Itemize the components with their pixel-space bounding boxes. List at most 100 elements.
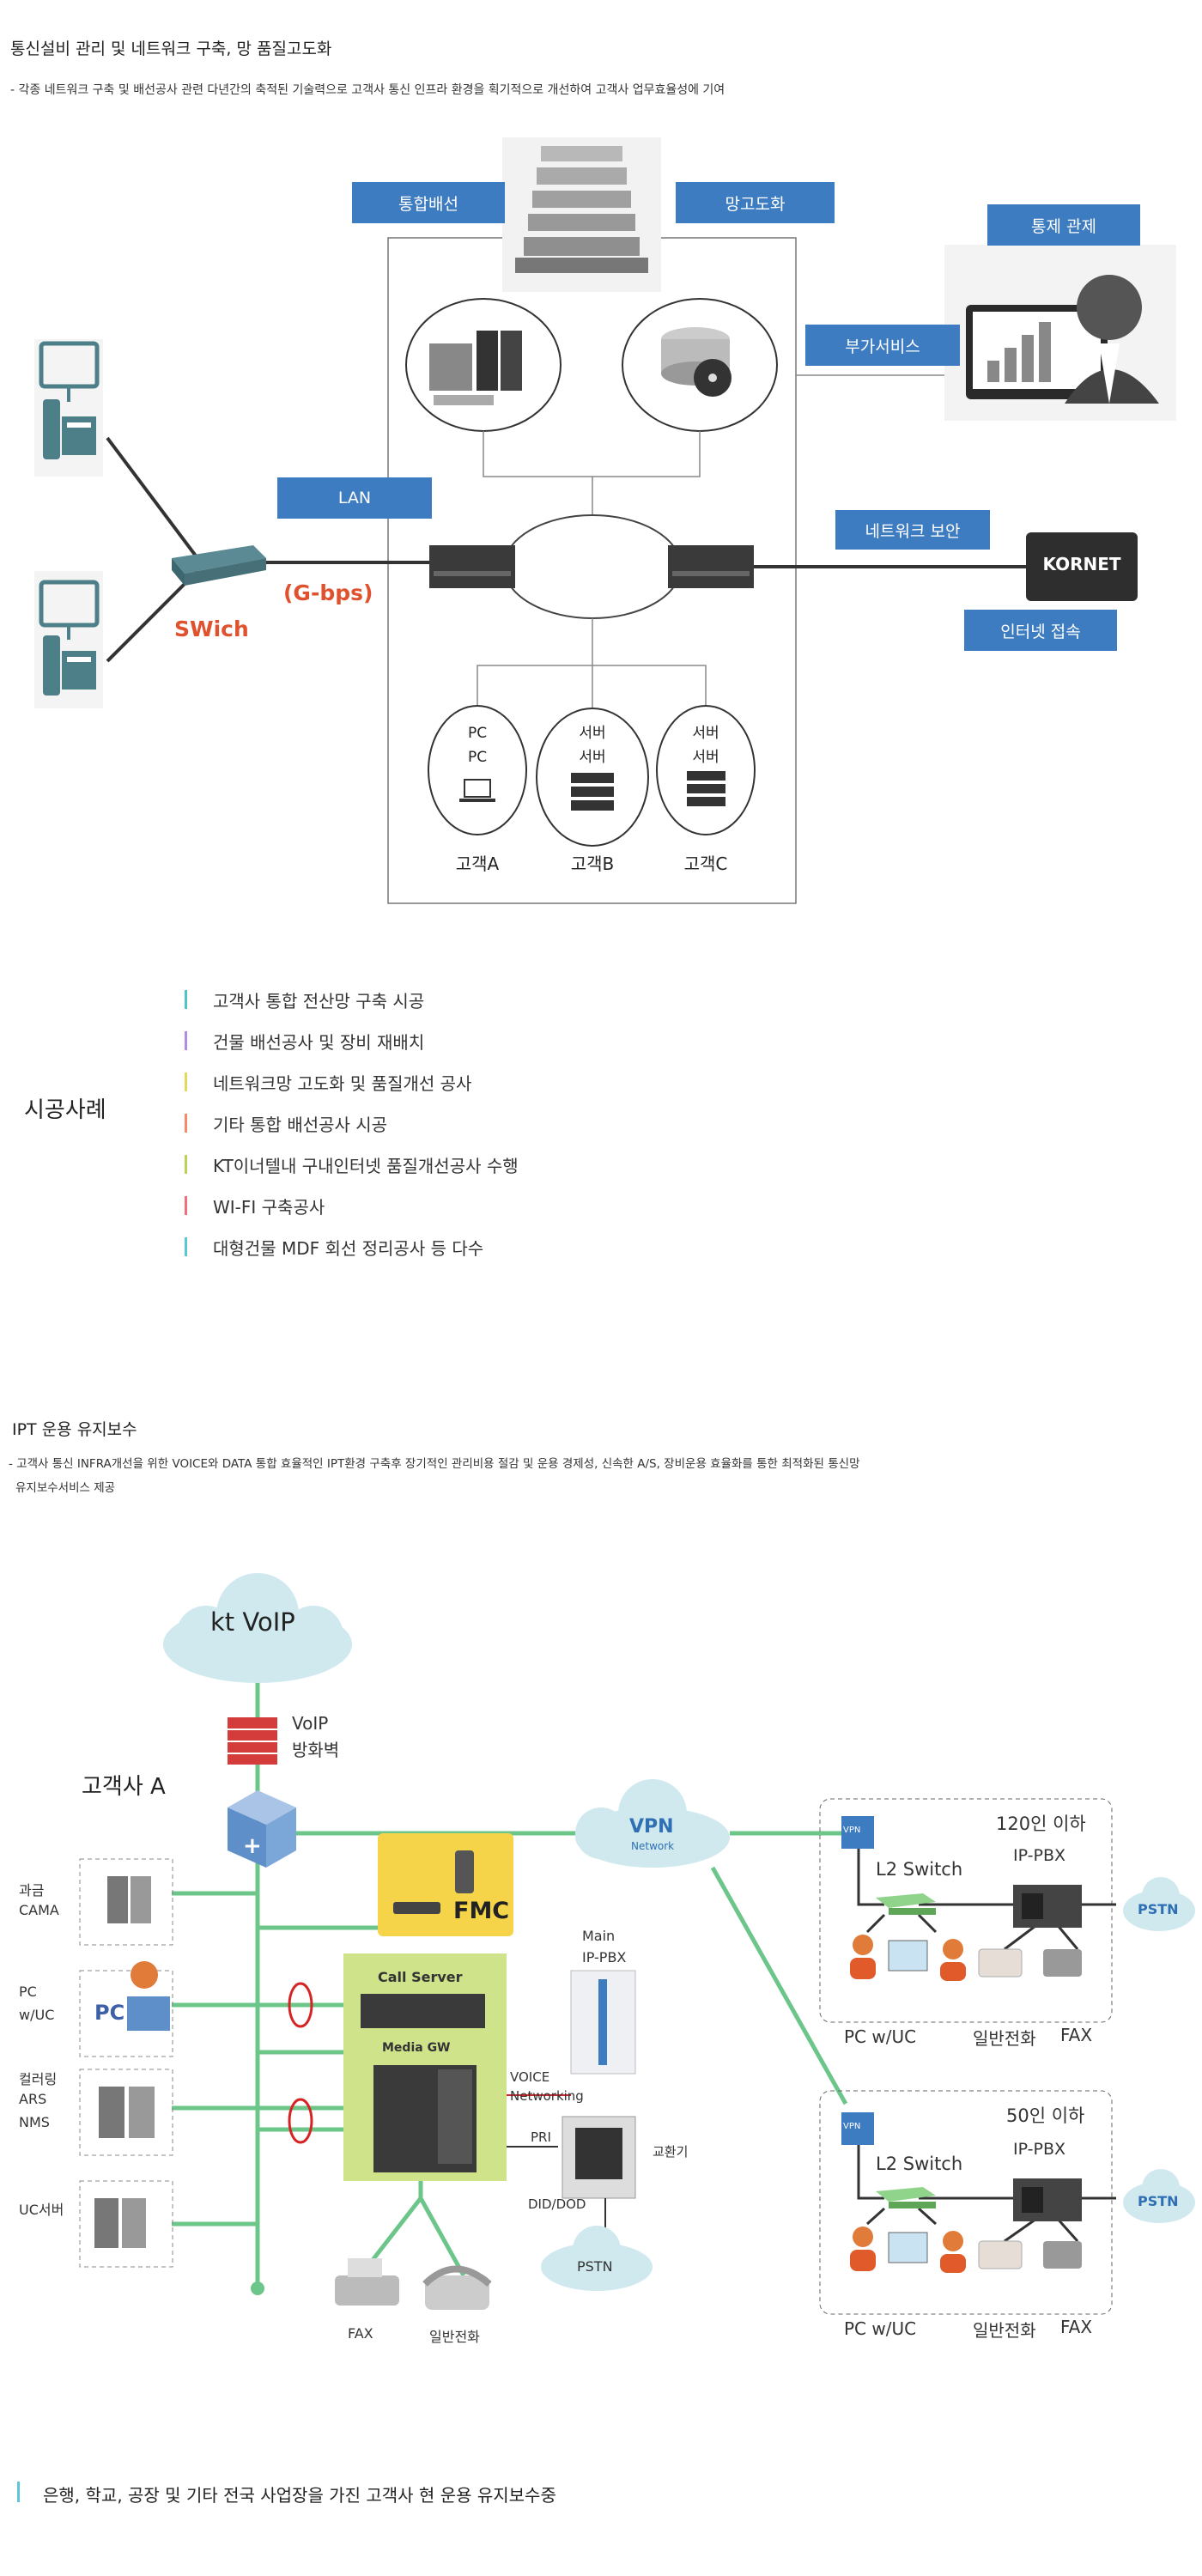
label-control: 통제 관제 bbox=[987, 204, 1140, 246]
branch2-vpn-tag: VPN bbox=[843, 2122, 861, 2131]
network-diagram-1 bbox=[34, 137, 1176, 904]
branch2-switch: L2 Switch bbox=[876, 2154, 963, 2174]
switch-label: SWich bbox=[174, 617, 249, 641]
did-dod-label: DID/DOD bbox=[528, 2196, 586, 2212]
networking-label: Networking bbox=[510, 2088, 584, 2104]
customer-c-circle bbox=[656, 705, 756, 835]
branch1-size: 120인 이하 bbox=[996, 1814, 1086, 1834]
ars-box bbox=[79, 2069, 173, 2156]
section2-description-1: - 고객사 통신 INFRA개선을 위한 VOICE와 DATA 통합 효율적인… bbox=[9, 1457, 860, 1471]
case-item: WI-FI 구축공사 bbox=[185, 1185, 519, 1226]
left-item-ars-2: ARS bbox=[19, 2091, 47, 2107]
left-item-pc-2: w/UC bbox=[19, 2007, 55, 2023]
disk-icon bbox=[661, 327, 732, 397]
case-bar bbox=[185, 1237, 187, 1256]
section1-description: - 각종 네트워크 구축 및 배선공사 관련 다년간의 축적된 기술력으로 고객… bbox=[10, 83, 725, 97]
l2-switch-icon-2 bbox=[876, 2187, 936, 2208]
main-pbx-label-2: IP-PBX bbox=[582, 1949, 627, 1965]
pstn-cloud-1 bbox=[1123, 1877, 1195, 1931]
branch1-fax-label: FAX bbox=[1060, 2025, 1093, 2045]
case-item: 네트워크망 고도화 및 품질개선 공사 bbox=[185, 1061, 519, 1103]
label-network-security: 네트워크 보안 bbox=[835, 510, 990, 550]
label-value-added: 부가서비스 bbox=[805, 325, 960, 366]
branch1-vpn-tag: VPN bbox=[843, 1826, 861, 1835]
server-icon-c bbox=[687, 771, 725, 806]
case-item: KT이너텔내 구내인터넷 품질개선공사 수행 bbox=[185, 1144, 519, 1185]
laptop-icon bbox=[459, 779, 495, 802]
branch2-pbx: IP-PBX bbox=[1013, 2140, 1066, 2159]
section2-description-2: 유지보수서비스 제공 bbox=[15, 1481, 116, 1495]
kornet-label: KORNET bbox=[1042, 554, 1121, 574]
branch2-pc-label: PC w/UC bbox=[844, 2318, 917, 2339]
left-item-pc-1: PC bbox=[19, 1984, 37, 2000]
left-item-billing-1: 과금 bbox=[19, 1882, 45, 1899]
ip-pbx-icon-1 bbox=[1013, 1885, 1082, 1928]
case-text: 고객사 통합 전산망 구축 시공 bbox=[213, 990, 425, 1012]
label-network-upgrade: 망고도화 bbox=[676, 182, 835, 223]
branch-box-2 bbox=[819, 2090, 1113, 2315]
fax-icon bbox=[335, 2258, 399, 2306]
footer-text: 은행, 학교, 공장 및 기타 전국 사업장을 가진 고객사 현 운용 유지보수… bbox=[43, 2485, 556, 2506]
customer-b-line2: 서버 bbox=[579, 749, 606, 766]
user-icons-1 bbox=[850, 1935, 1082, 1981]
pstn-center-label: PSTN bbox=[577, 2258, 613, 2275]
customer-b-line1: 서버 bbox=[579, 725, 606, 742]
pstn-cloud-center bbox=[541, 2226, 653, 2291]
call-server-icon bbox=[361, 1994, 485, 2028]
firewall-label-1: VoIP bbox=[292, 1713, 329, 1734]
case-text: KT이너텔내 구내인터넷 품질개선공사 수행 bbox=[213, 1155, 519, 1176]
branch1-switch: L2 Switch bbox=[876, 1859, 963, 1880]
call-server-label: Call Server bbox=[378, 1969, 463, 1985]
pc-badge: PC bbox=[94, 2001, 125, 2025]
case-text: 기타 통합 배선공사 시공 bbox=[213, 1114, 388, 1135]
phone-icon bbox=[422, 2265, 492, 2310]
building-icon bbox=[502, 137, 661, 292]
customer-a-name: 고객A bbox=[455, 854, 500, 874]
label-lan: LAN bbox=[277, 477, 432, 519]
case-bar bbox=[185, 1196, 187, 1215]
firewall-label-2: 방화벽 bbox=[292, 1740, 340, 1760]
branch2-pstn: PSTN bbox=[1138, 2193, 1179, 2209]
case-item: 기타 통합 배선공사 시공 bbox=[185, 1103, 519, 1144]
kt-voip-cloud bbox=[163, 1573, 352, 1683]
case-bar bbox=[185, 1114, 187, 1133]
case-text: 대형건물 MDF 회선 정리공사 등 다수 bbox=[213, 1237, 484, 1259]
vpn-tag-1 bbox=[841, 1816, 874, 1849]
branch1-pc-label: PC w/UC bbox=[844, 2026, 917, 2047]
left-item-ars-3: NMS bbox=[19, 2114, 50, 2130]
kornet-box bbox=[1026, 532, 1138, 601]
switch-icon bbox=[172, 545, 266, 586]
customer-a-line2: PC bbox=[467, 749, 488, 766]
label-integrated-wiring: 통합배선 bbox=[352, 182, 505, 223]
customer-c-line2: 서버 bbox=[692, 749, 719, 766]
case-item: 고객사 통합 전산망 구축 시공 bbox=[185, 979, 519, 1020]
section1-title: 통신설비 관리 및 네트워크 구축, 망 품질고도화 bbox=[10, 39, 332, 58]
branch-box-1 bbox=[819, 1798, 1113, 2023]
branch2-fax-label: FAX bbox=[1060, 2317, 1093, 2337]
phone-label: 일반전화 bbox=[429, 2329, 480, 2345]
customer-c-line1: 서버 bbox=[692, 725, 719, 742]
customer-a-line1: PC bbox=[467, 725, 488, 742]
monitoring-icon bbox=[944, 245, 1176, 421]
phone-icon-top bbox=[34, 339, 103, 477]
router-icon: + bbox=[228, 1790, 296, 1868]
customer-c-name: 고객C bbox=[683, 854, 728, 874]
cases-title: 시공사례 bbox=[24, 1097, 106, 1123]
case-text: 네트워크망 고도화 및 품질개선 공사 bbox=[213, 1072, 472, 1094]
main-pbx-label-1: Main bbox=[582, 1928, 616, 1944]
customer-b-name: 고객B bbox=[570, 854, 615, 874]
branch2-size: 50인 이하 bbox=[1006, 2105, 1085, 2126]
label-internet-access: 인터넷 접속 bbox=[964, 610, 1117, 651]
branch2-phone-label: 일반전화 bbox=[973, 2320, 1036, 2341]
branch1-pstn: PSTN bbox=[1138, 1901, 1179, 1917]
section2-title: IPT 운용 유지보수 bbox=[12, 1420, 137, 1439]
l2-switch-icon-1 bbox=[876, 1893, 936, 1915]
case-bar bbox=[185, 990, 187, 1009]
switch-right-icon bbox=[668, 545, 754, 588]
branch1-phone-label: 일반전화 bbox=[973, 2028, 1036, 2049]
case-bar bbox=[185, 1155, 187, 1174]
case-text: WI-FI 구축공사 bbox=[213, 1196, 325, 1218]
voice-label: VOICE bbox=[510, 2069, 550, 2085]
case-item: 대형건물 MDF 회선 정리공사 등 다수 bbox=[185, 1226, 519, 1267]
left-item-billing-2: CAMA bbox=[19, 1902, 59, 1918]
